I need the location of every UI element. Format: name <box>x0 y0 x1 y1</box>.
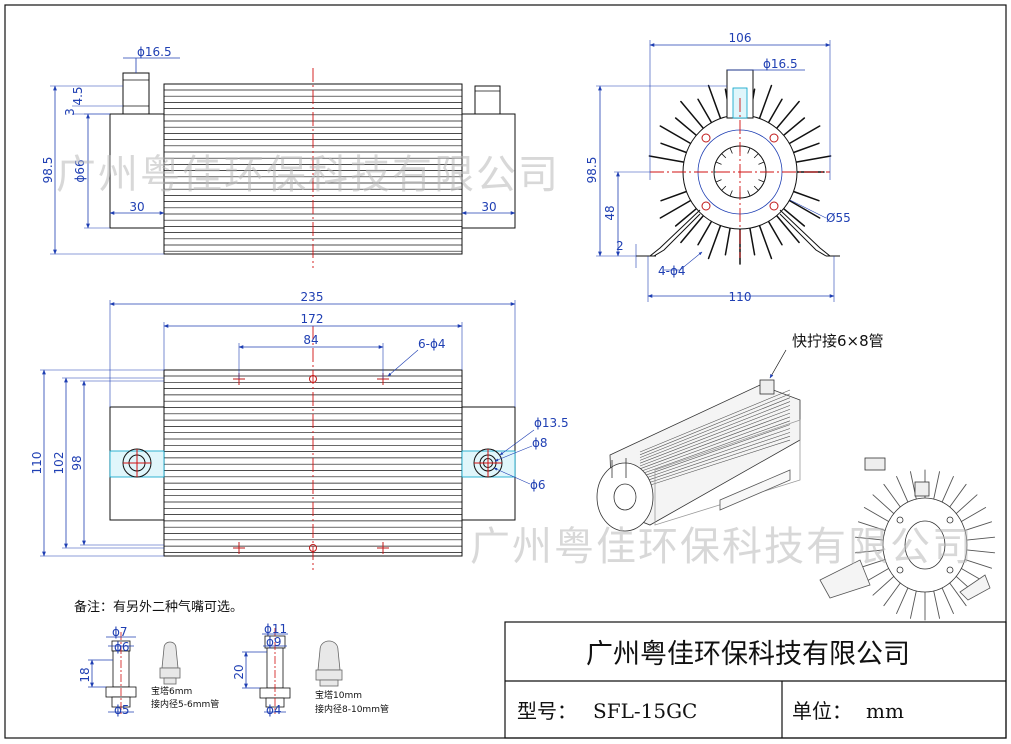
nozzle-b-height: 20 <box>232 664 246 679</box>
end-overall-height-label: 98.5 <box>585 157 599 184</box>
nozzle-a-height: 18 <box>78 667 92 682</box>
nozzle-b-caption-2: 接内径8-10mm管 <box>315 703 389 715</box>
watermark-top: 广州粤佳环保科技有限公司 <box>56 152 560 198</box>
title-block <box>504 621 1007 739</box>
nozzle-a-d3: ϕ5 <box>114 703 130 717</box>
plan-top-holes-label: 6-ϕ4 <box>418 337 446 351</box>
nozzle-b-d3: ϕ4 <box>266 703 282 717</box>
title-model-value: SFL-15GC <box>593 699 697 723</box>
plan-width-outer-label: 110 <box>30 452 44 475</box>
front-body-dia-label: ϕ66 <box>73 159 87 182</box>
nozzle-a-d1: ϕ7 <box>112 625 128 639</box>
nozzle-a-caption-1: 宝塔6mm <box>151 685 192 697</box>
iso-view <box>596 349 996 621</box>
end-base-thickness-label: 2 <box>616 239 624 253</box>
front-right-inlet <box>474 85 501 115</box>
end-mount-holes-label: 4-ϕ4 <box>658 264 686 278</box>
nozzle-a-d2: ϕ6 <box>114 640 130 654</box>
title-unit-label: 单位： <box>792 699 852 723</box>
plan-port-inner-label: ϕ6 <box>530 478 546 492</box>
plan-view: 235 172 84 6-ϕ4 110 102 98 ϕ13.5 ϕ8 ϕ6 <box>30 290 569 570</box>
plan-port-mid-label: ϕ8 <box>532 436 548 450</box>
nozzle-b-drawing <box>242 628 291 714</box>
end-width-label: 106 <box>729 31 752 45</box>
nozzle-b-icon <box>315 640 343 687</box>
notes-section: 备注：有另外二种气嘴可选。 ϕ7 ϕ6 ϕ5 18 宝塔6mm 接内径5-6mm… <box>74 599 389 717</box>
end-bolt-holes <box>701 133 779 211</box>
iso-long-unit <box>596 379 801 532</box>
nozzle-b-d1: ϕ11 <box>264 622 287 636</box>
plan-right-port <box>473 448 503 478</box>
front-left-inlet <box>122 72 150 115</box>
front-overall-height-label: 98.5 <box>41 157 55 184</box>
end-center-height-label: 48 <box>603 205 617 220</box>
end-base-width-label: 110 <box>729 290 752 304</box>
front-inlet-dia-label: ϕ16.5 <box>137 45 172 59</box>
plan-width-mid-label: 102 <box>52 452 66 475</box>
nozzle-a-drawing <box>88 632 137 714</box>
title-model-label: 型号： <box>517 699 577 723</box>
plan-port-outer-label: ϕ13.5 <box>534 416 569 430</box>
front-left-block-label: 30 <box>129 200 144 214</box>
end-view: 106 ϕ16.5 98.5 48 2 Ø55 4-ϕ4 110 <box>585 31 851 304</box>
end-inlet-dia-label: ϕ16.5 <box>763 57 798 71</box>
front-step-label: 3 <box>63 108 77 116</box>
title-unit-value: mm <box>866 699 904 723</box>
plan-width-inner-label: 98 <box>70 455 84 470</box>
plan-hole-spacing-label: 84 <box>303 333 318 347</box>
nozzle-b-d2: ϕ9 <box>266 635 282 649</box>
plan-body-length-label: 172 <box>301 312 324 326</box>
nozzle-b-caption-1: 宝塔10mm <box>315 689 362 701</box>
front-cap-height-label: 4.5 <box>71 86 85 105</box>
nozzle-a-caption-2: 接内径5-6mm管 <box>151 698 219 710</box>
iso-end-unit <box>819 457 996 621</box>
remark-text: 备注：有另外二种气嘴可选。 <box>74 599 243 615</box>
front-view: ϕ16.5 4.5 3 98.5 ϕ66 30 30 <box>41 45 516 268</box>
plan-total-length-label: 235 <box>301 290 324 304</box>
iso-fitting-label: 快拧接6×8管 <box>792 332 884 350</box>
watermark-bottom: 广州粤佳环保科技有限公司 <box>470 524 974 570</box>
end-fin-dia-label: Ø55 <box>826 211 851 225</box>
end-base-feet <box>649 209 831 257</box>
nozzle-a-icon <box>159 641 181 685</box>
plan-left-port <box>122 448 152 478</box>
front-right-block-label: 30 <box>481 200 496 214</box>
title-company: 广州粤佳环保科技有限公司 <box>586 639 910 670</box>
